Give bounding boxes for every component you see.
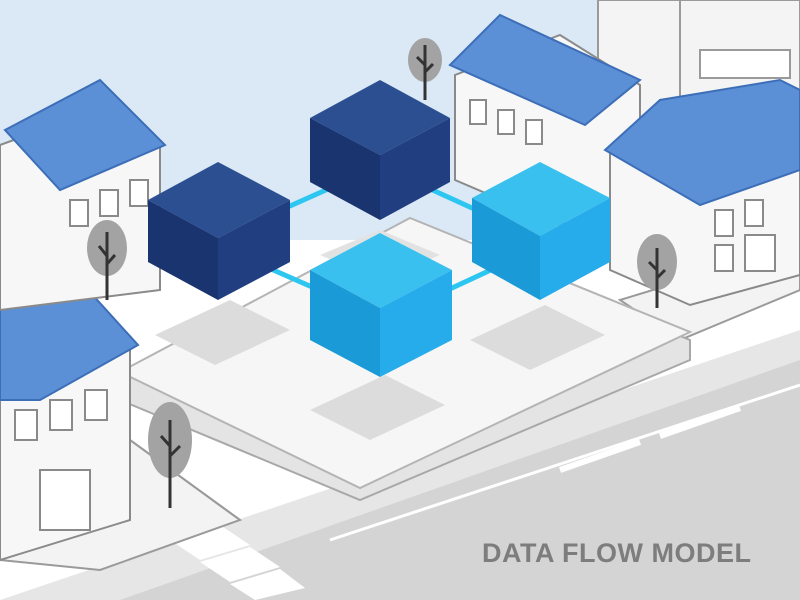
diagram-caption: DATA FLOW MODEL xyxy=(482,538,752,568)
tree-icon xyxy=(148,402,192,508)
tree-icon xyxy=(408,38,442,100)
node-right-cube xyxy=(472,162,610,300)
tree-icon xyxy=(87,220,127,300)
node-left-cube xyxy=(148,162,290,300)
node-top-cube xyxy=(310,80,450,220)
node-bottom-cube xyxy=(310,233,452,377)
house-back-center xyxy=(448,13,642,227)
tree-icon xyxy=(637,234,677,308)
